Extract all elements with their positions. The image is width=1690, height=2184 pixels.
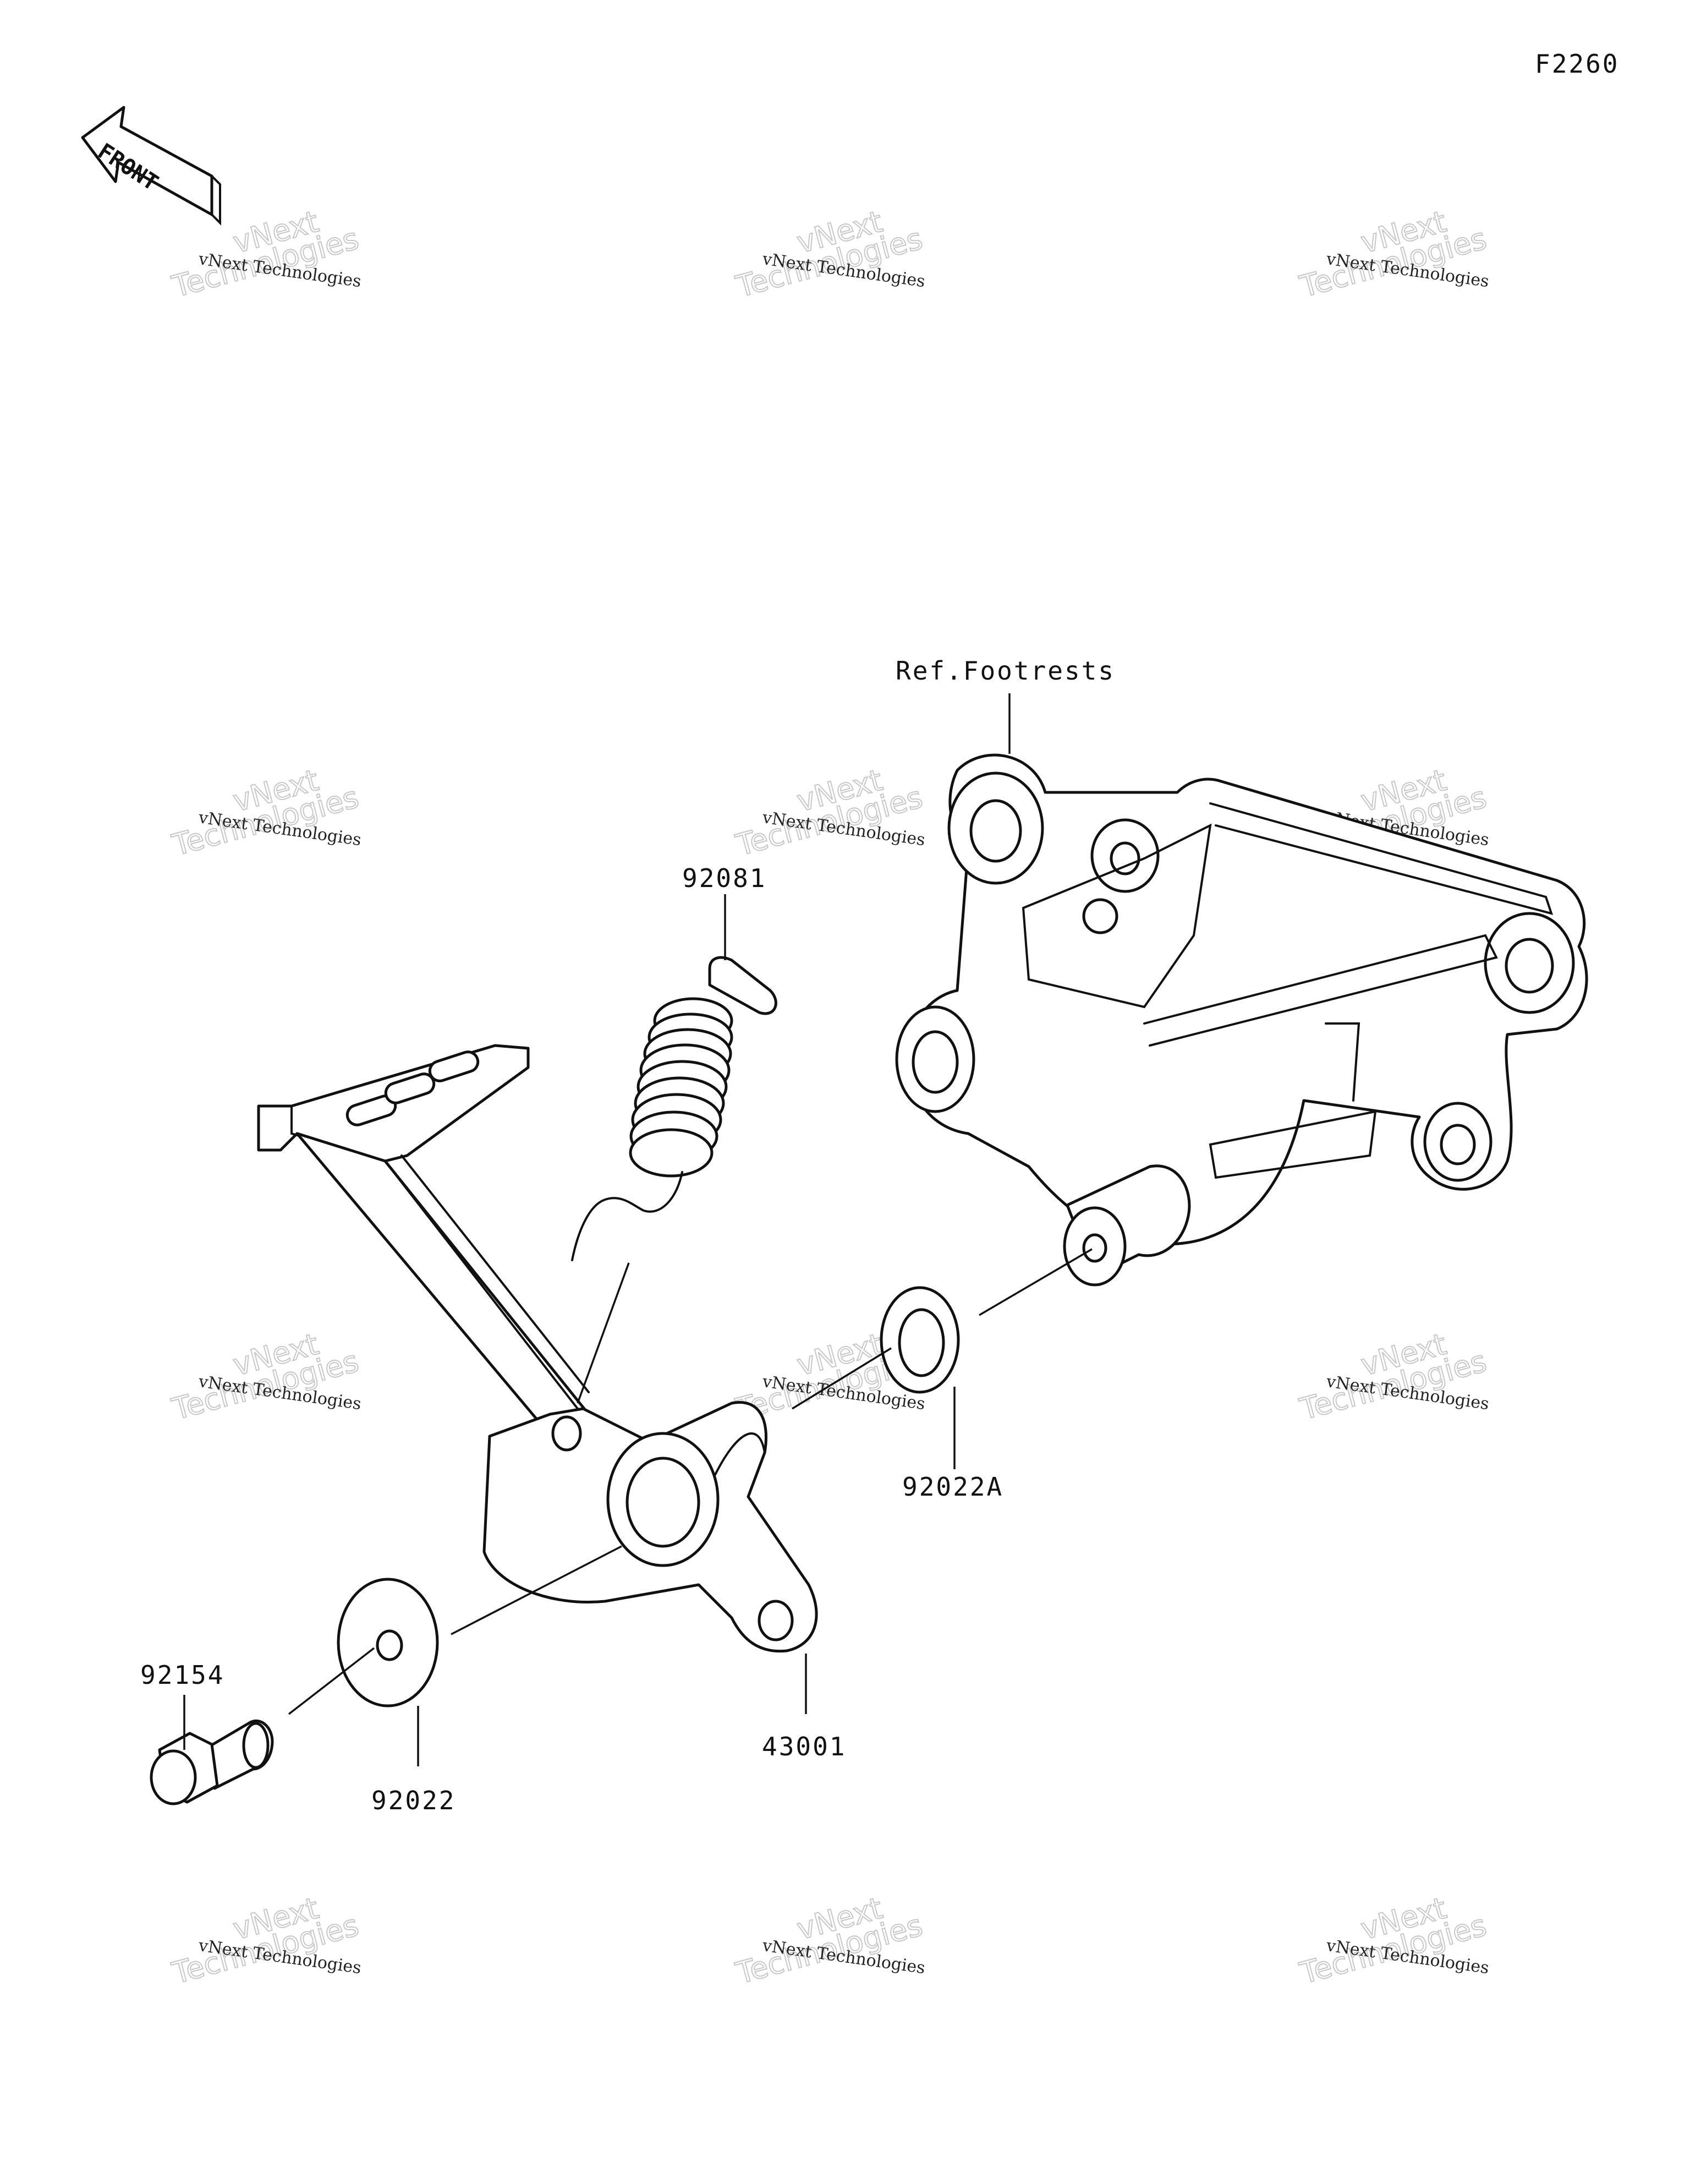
label-92022: 92022 (371, 1786, 456, 1815)
watermark: vNext Technologies vNext Technologies (168, 1326, 363, 1427)
watermark: vNext Technologies vNext Technologies (732, 1890, 926, 1991)
diagram-code: F2260 (1535, 49, 1619, 79)
footrest-bracket (895, 753, 1588, 1287)
watermark: vNext Technologies vNext Technologies (1296, 204, 1490, 305)
return-spring (571, 956, 777, 1261)
watermark: vNext Technologies vNext Technologies (168, 1890, 363, 1991)
watermark: vNext Technologies vNext Technologies (732, 762, 926, 863)
washer-92022a (880, 1286, 960, 1394)
leader-lines (183, 693, 1093, 1766)
front-arrow-icon: FRONT (81, 106, 221, 226)
label-92154: 92154 (140, 1660, 224, 1690)
washer-92022 (337, 1578, 439, 1707)
watermark: vNext Technologies vNext Technologies (732, 204, 926, 305)
watermark: vNext Technologies vNext Technologies (1296, 1326, 1490, 1427)
label-92022a: 92022A (902, 1472, 1003, 1502)
label-ref-footrests: Ref.Footrests (896, 656, 1115, 686)
label-92081: 92081 (682, 863, 766, 893)
bolt-92154 (150, 1720, 274, 1805)
brake-pedal (257, 1044, 818, 1653)
watermark: vNext Technologies vNext Technologies (168, 762, 363, 863)
watermark: vNext Technologies vNext Technologies (168, 204, 363, 305)
label-43001: 43001 (762, 1732, 846, 1761)
watermark: vNext Technologies vNext Technologies (1296, 1890, 1490, 1991)
